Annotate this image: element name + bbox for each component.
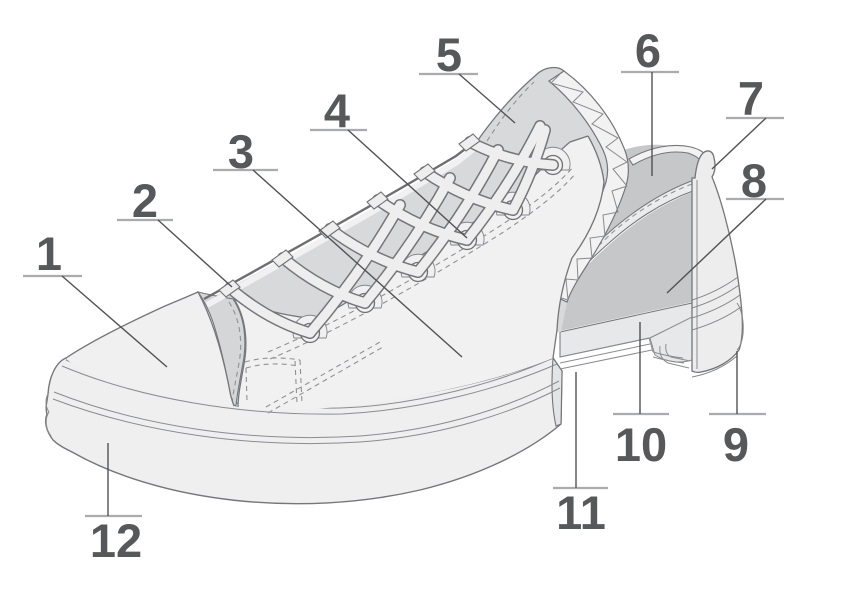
callout-10-label: 10 xyxy=(615,418,667,471)
quarter-rear-cut-edge xyxy=(552,135,605,359)
lace-tab xyxy=(271,249,294,268)
gusset-shape xyxy=(196,291,246,407)
toe-bumper-stripe-bottom xyxy=(61,363,558,415)
callout-11-label: 11 xyxy=(556,486,606,539)
callout-5-leader xyxy=(458,73,516,124)
callout-5-label: 5 xyxy=(436,28,462,81)
tongue-stitch xyxy=(486,81,535,142)
callout-4: 4 xyxy=(310,84,468,239)
callout-3-leader xyxy=(252,169,463,358)
callout-1: 1 xyxy=(23,227,168,368)
lace xyxy=(462,121,545,245)
lace xyxy=(305,200,405,338)
callout-12-label: 12 xyxy=(90,514,142,567)
callout-4-label: 4 xyxy=(324,84,350,137)
callout-8-leader xyxy=(666,198,767,294)
callout-8: 8 xyxy=(666,154,784,294)
foxing-stripe-bottom xyxy=(52,387,561,445)
sole-left-notch xyxy=(45,391,52,437)
callout-2: 2 xyxy=(117,174,233,288)
lace xyxy=(360,173,455,308)
callout-2-label: 2 xyxy=(132,174,158,227)
lace xyxy=(465,137,558,170)
midsole-layers xyxy=(559,337,691,370)
callout-7-leader xyxy=(711,117,767,170)
heel-foxing-stripes xyxy=(691,276,744,378)
sole-cut-face xyxy=(551,356,563,427)
lace xyxy=(413,145,503,277)
callout-4-leader xyxy=(347,129,468,239)
heel-exterior xyxy=(691,150,744,378)
zigzag-trim-icon xyxy=(550,73,628,301)
callout-7-label: 7 xyxy=(738,72,764,125)
toe-cap-edge xyxy=(65,291,235,407)
lace-tab xyxy=(366,191,389,210)
callout-11: 11 xyxy=(553,372,608,539)
lace xyxy=(278,253,370,308)
callout-2-leader xyxy=(157,219,233,288)
foxing-stripe-top xyxy=(53,380,560,439)
callout-12: 12 xyxy=(85,443,142,567)
tongue-gusset xyxy=(196,291,246,407)
callout-6: 6 xyxy=(621,24,679,176)
callout-5: 5 xyxy=(419,28,516,124)
lace xyxy=(508,125,550,215)
callout-3: 3 xyxy=(213,125,463,358)
vamp-front-edge xyxy=(233,298,247,408)
callout-1-label: 1 xyxy=(36,227,62,280)
lace-tab xyxy=(458,133,481,152)
toe-cap xyxy=(65,291,235,407)
callout-9: 9 xyxy=(709,351,766,471)
callout-9-label: 9 xyxy=(723,418,749,471)
callout-6-label: 6 xyxy=(635,24,661,77)
lace-tab xyxy=(413,163,436,182)
lace xyxy=(225,283,315,338)
toe-cap-shape xyxy=(66,292,234,406)
callout-10: 10 xyxy=(613,322,669,471)
laces xyxy=(218,120,559,339)
gusset-stitch xyxy=(228,301,242,404)
callout-7: 7 xyxy=(711,72,784,170)
callouts: 1 2 3 4 5 6 7 xyxy=(23,24,784,567)
callout-1-leader xyxy=(61,275,168,368)
tongue-left-edge xyxy=(477,66,565,141)
lining-lower xyxy=(560,192,693,331)
heel-panel xyxy=(691,150,744,374)
